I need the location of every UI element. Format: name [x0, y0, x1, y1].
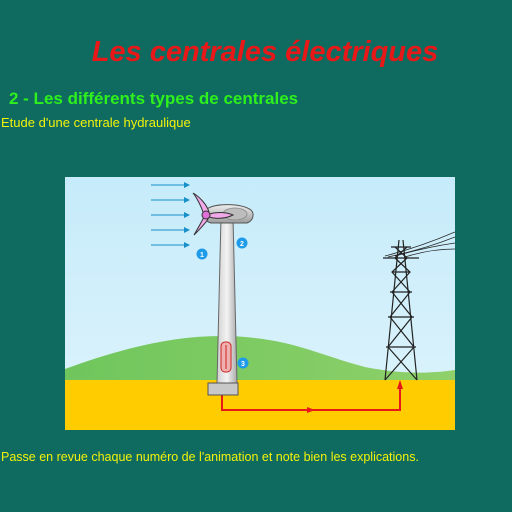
turbine-base — [207, 382, 239, 396]
instructions-text: Passe en revue chaque numéro de l'animat… — [1, 450, 419, 464]
section-title: 2 - Les différents types de centrales — [9, 89, 299, 108]
current-arrow-up-icon — [397, 380, 403, 389]
marker-1-label: 1 — [200, 252, 204, 259]
marker-2-label: 2 — [240, 241, 244, 248]
ground — [65, 380, 455, 430]
subtitle: Etude d'une centrale hydraulique — [1, 115, 191, 130]
animation-canvas: 1 2 3 — [65, 177, 455, 430]
electricity-pylon — [383, 239, 419, 381]
marker-3[interactable]: 3 — [237, 357, 249, 369]
turbine-rotor-icon — [192, 192, 235, 236]
current-arrow-icon — [307, 407, 315, 413]
marker-2[interactable]: 2 — [236, 237, 248, 249]
marker-3-label: 3 — [241, 361, 245, 368]
power-lines — [384, 231, 455, 258]
wind-turbine-animation: 1 2 3 — [65, 177, 455, 430]
marker-1[interactable]: 1 — [196, 248, 208, 260]
page-title: Les centrales électriques — [91, 36, 439, 68]
wind-arrows — [151, 182, 190, 248]
